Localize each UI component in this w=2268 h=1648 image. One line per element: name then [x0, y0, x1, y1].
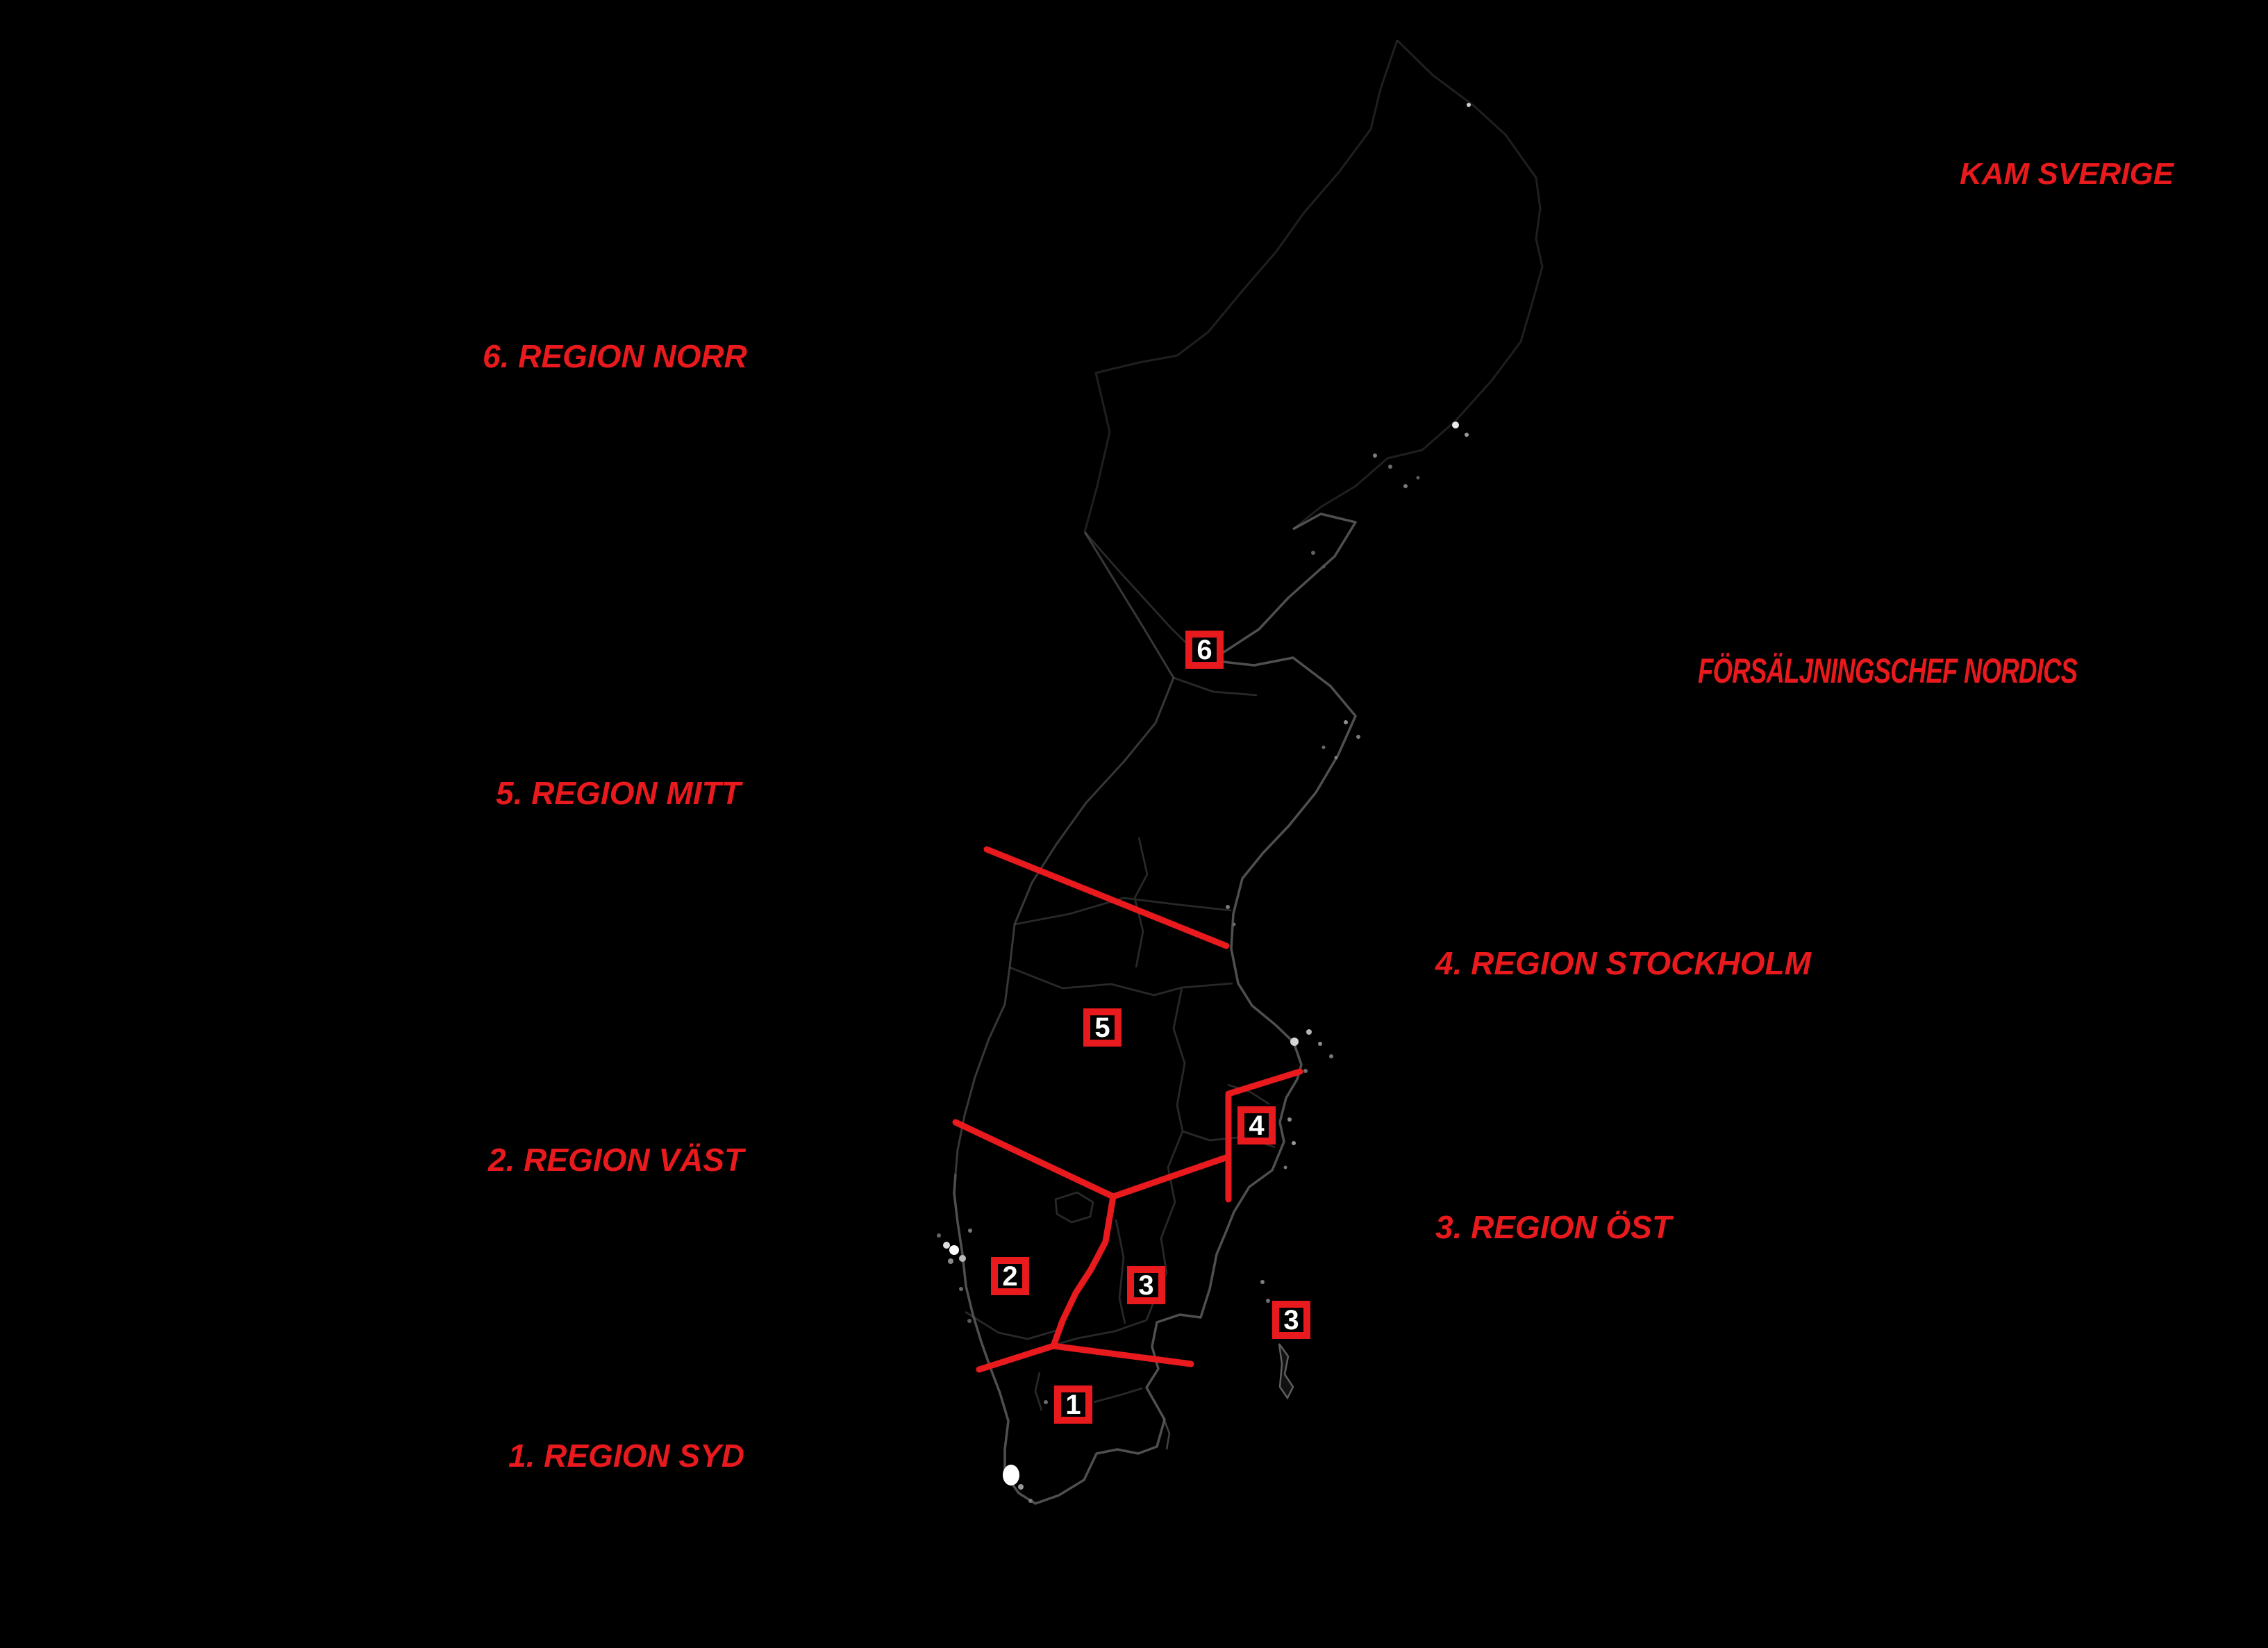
label-region-vast: 2. REGION VÄST — [488, 1142, 744, 1178]
norway-border-south — [954, 531, 1175, 1174]
marker-region-4-stockholm: 4 — [1237, 1106, 1276, 1145]
norway-border-north — [1083, 40, 1399, 533]
label-region-norr: 6. REGION NORR — [483, 338, 747, 374]
divider-syd-east — [1050, 1342, 1194, 1367]
gotland-island — [1278, 1343, 1294, 1400]
coastal-specks — [937, 103, 1471, 1503]
marker-region-1-syd: 1 — [1054, 1385, 1092, 1424]
label-region-syd: 1. REGION SYD — [508, 1438, 744, 1474]
marker-region-5-mitt: 5 — [1083, 1008, 1122, 1047]
marker-region-3-ost-gotland: 3 — [1272, 1301, 1310, 1339]
divider-mitt-norr — [983, 846, 1230, 949]
marker-region-2-vast: 2 — [991, 1257, 1029, 1295]
coastline-main — [953, 513, 1357, 1505]
marker-region-3-ost-mainland: 3 — [1127, 1266, 1165, 1304]
label-region-mitt: 5. REGION MITT — [496, 775, 741, 811]
label-region-ost: 3. REGION ÖST — [1435, 1209, 1671, 1245]
label-forsaljningschef-nordics: FÖRSÄLJNINGSCHEF NORDICS — [1698, 651, 2078, 690]
divider-syd-west — [976, 1342, 1057, 1373]
divider-vast-ost — [1050, 1193, 1117, 1349]
divider-stockholm — [1225, 1068, 1303, 1203]
marker-region-6-norr: 6 — [1185, 631, 1224, 669]
county-borders — [965, 531, 1276, 1411]
divider-vast-mitt — [952, 1119, 1229, 1200]
label-kam-sverige: KAM SVERIGE — [1960, 157, 2174, 191]
oland-island — [1162, 1417, 1171, 1450]
coastline-north — [1292, 39, 1544, 531]
region-divider-lines — [952, 846, 1303, 1373]
label-region-stockholm: 4. REGION STOCKHOLM — [1435, 945, 1811, 981]
